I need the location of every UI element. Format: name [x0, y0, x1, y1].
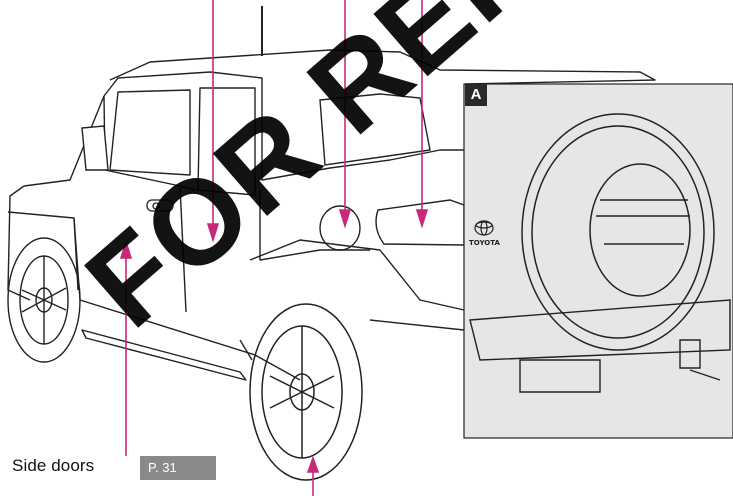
page-reference[interactable]: P. 31 [140, 456, 216, 480]
leader-lines [119, 0, 429, 496]
rear-view-inset [463, 83, 733, 439]
rear-quarter-window [319, 93, 431, 166]
spare-tire [521, 113, 715, 351]
front-wheel [7, 237, 81, 363]
door-handle [146, 199, 174, 212]
side-mirror [81, 125, 109, 171]
inset-tag: A [465, 84, 487, 106]
tail-light [375, 199, 465, 246]
brand-text: TOYOTA [469, 239, 500, 247]
toyota-emblem [474, 220, 494, 236]
fuel-lid [319, 205, 361, 251]
rear-bumper [469, 299, 731, 393]
rear-wheel [249, 303, 363, 481]
callout-label: Side doors [12, 456, 95, 475]
